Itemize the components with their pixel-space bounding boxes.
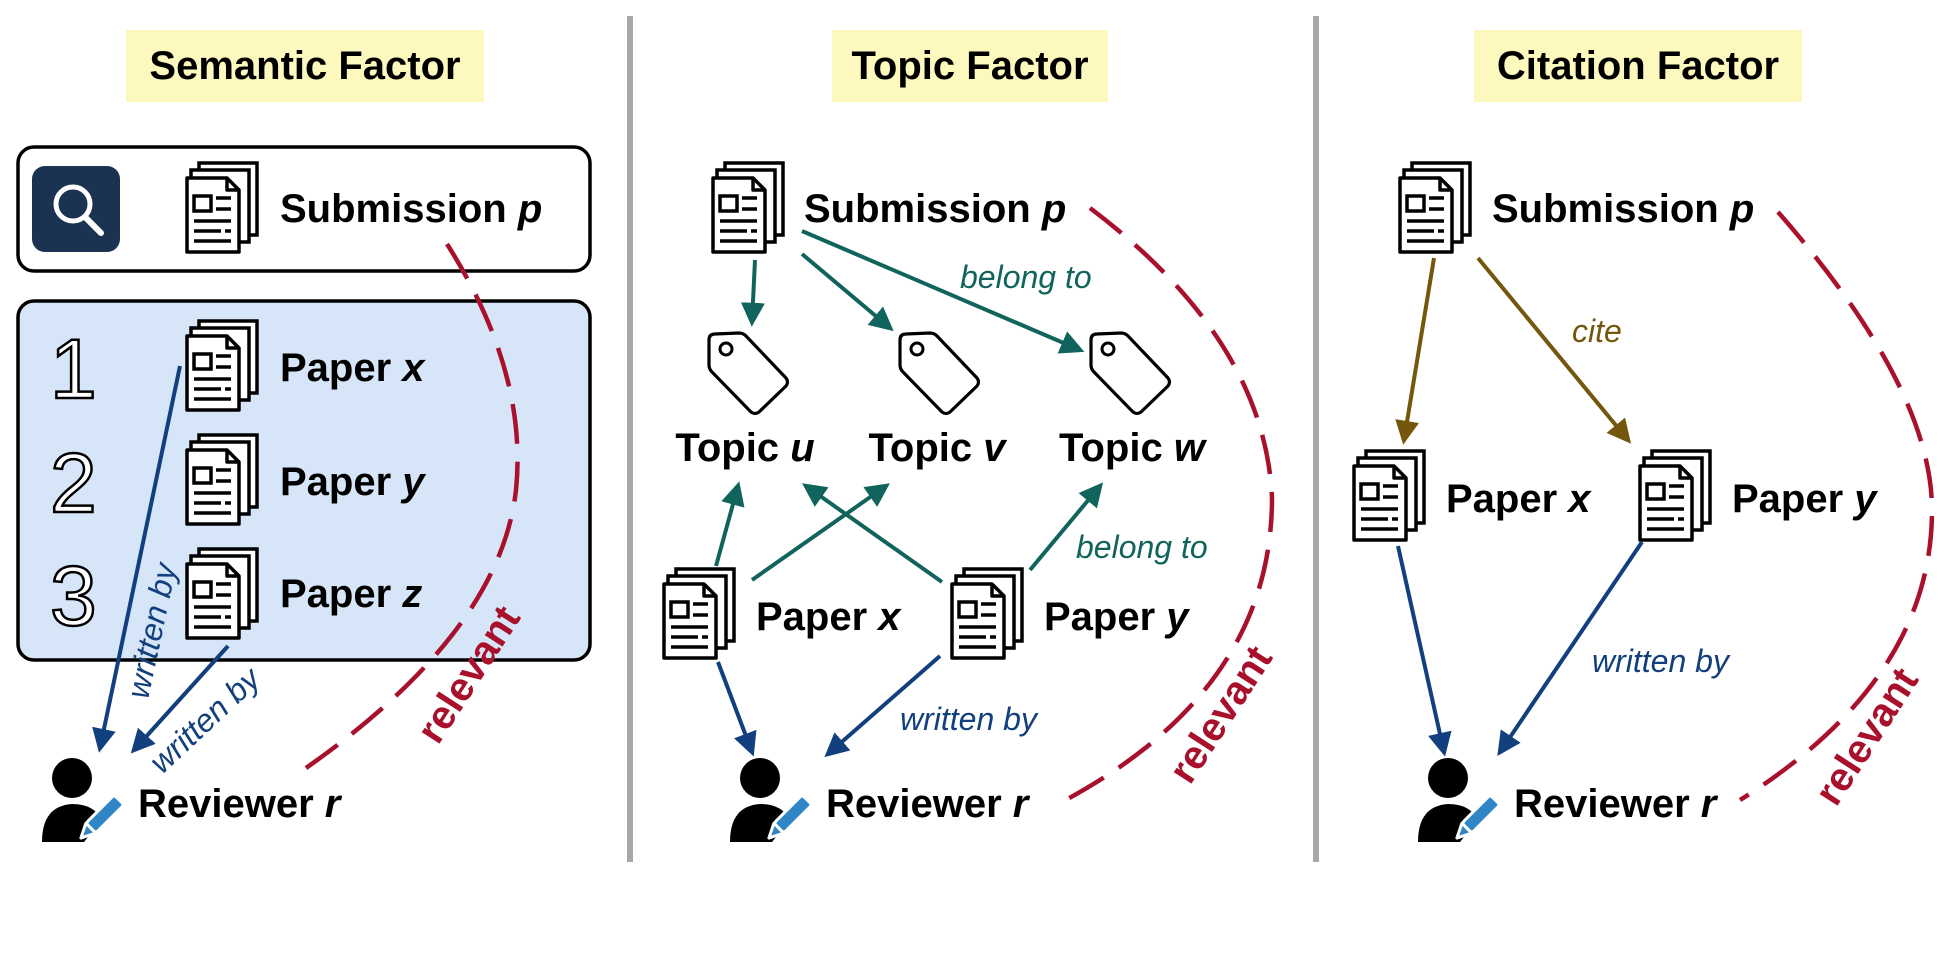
document-icon (711, 161, 785, 254)
topic-label: Topic v (868, 426, 1008, 470)
paper-label: Paper x (1446, 477, 1592, 521)
rank-number: 3 (50, 549, 97, 643)
paper-label: Paper y (280, 460, 426, 504)
written-by-edge (1396, 545, 1452, 757)
belong-to-edge (802, 483, 944, 584)
written-by-edge (824, 654, 942, 758)
tag-icon (1089, 331, 1172, 416)
reviewer-label: Reviewer r (1514, 782, 1719, 826)
reviewer-icon (728, 756, 814, 845)
written-by-edge (92, 365, 182, 753)
panel-title: Semantic Factor (149, 44, 460, 88)
written-by-edge (130, 644, 230, 754)
belong-to-edge (1028, 482, 1104, 572)
panel-title-background (126, 30, 484, 102)
written-by-edge (1497, 540, 1644, 756)
submission-label: Submission p (1492, 187, 1754, 231)
query-box (16, 145, 592, 273)
belong-to-edge (800, 252, 894, 332)
edge-label-written-by: written by (1592, 643, 1731, 679)
paper-label: Paper y (1044, 595, 1190, 639)
reviewer-icon (40, 756, 126, 845)
document-icon (950, 567, 1024, 660)
document-icon (1398, 161, 1472, 254)
relevant-edge (304, 242, 520, 770)
panel-title-background (832, 30, 1108, 102)
submission-label: Submission p (804, 187, 1066, 231)
topic-label: Topic w (1059, 426, 1208, 470)
rank-number: 1 (50, 322, 97, 416)
edge-label-belong-to: belong to (960, 259, 1092, 295)
cite-edge (1476, 256, 1632, 444)
panel-title: Topic Factor (851, 44, 1088, 88)
document-icon (185, 433, 259, 526)
document-icon (662, 567, 736, 660)
relevant-edge (1060, 206, 1275, 804)
reviewer-icon (1416, 756, 1502, 845)
topic-label: Topic u (675, 426, 814, 470)
document-icon (1352, 449, 1426, 542)
submission-label: Submission p (280, 187, 542, 231)
document-icon (185, 547, 259, 640)
paper-label: Paper x (280, 346, 426, 390)
document-icon (185, 161, 259, 254)
reviewer-label: Reviewer r (826, 782, 1031, 826)
topic-factor-panel: Topic Factor Submission p Topic u Topic … (662, 30, 1281, 845)
retrieved-papers-box (16, 299, 592, 662)
document-icon (185, 319, 259, 412)
search-icon (32, 166, 120, 252)
belong-to-edge (740, 259, 765, 327)
edge-label-belong-to: belong to (1076, 529, 1208, 565)
edge-label-written-by: written by (900, 701, 1039, 737)
semantic-factor-panel: Semantic Factor Submission p 1 2 3 Paper… (16, 30, 592, 845)
cite-edge (1395, 257, 1436, 445)
belong-to-edge (714, 481, 745, 567)
reviewer-label: Reviewer r (138, 782, 343, 826)
belong-to-edge (801, 229, 1085, 354)
paper-label: Paper z (280, 572, 422, 616)
relevant-label: relevant (1161, 638, 1281, 791)
paper-label: Paper x (756, 595, 902, 639)
panel-title-background (1474, 30, 1802, 102)
document-icon (1638, 449, 1712, 542)
citation-factor-panel: Citation Factor Submission p Paper x Pap… (1352, 30, 1935, 845)
relevant-edge (1738, 210, 1935, 802)
panel-title: Citation Factor (1497, 44, 1779, 88)
belong-to-edge (750, 483, 890, 582)
tag-icon (898, 331, 981, 416)
rank-number: 2 (50, 436, 97, 530)
edge-label-cite: cite (1572, 313, 1622, 349)
written-by-edge (716, 661, 757, 757)
paper-label: Paper y (1732, 477, 1878, 521)
tag-icon (707, 331, 790, 416)
